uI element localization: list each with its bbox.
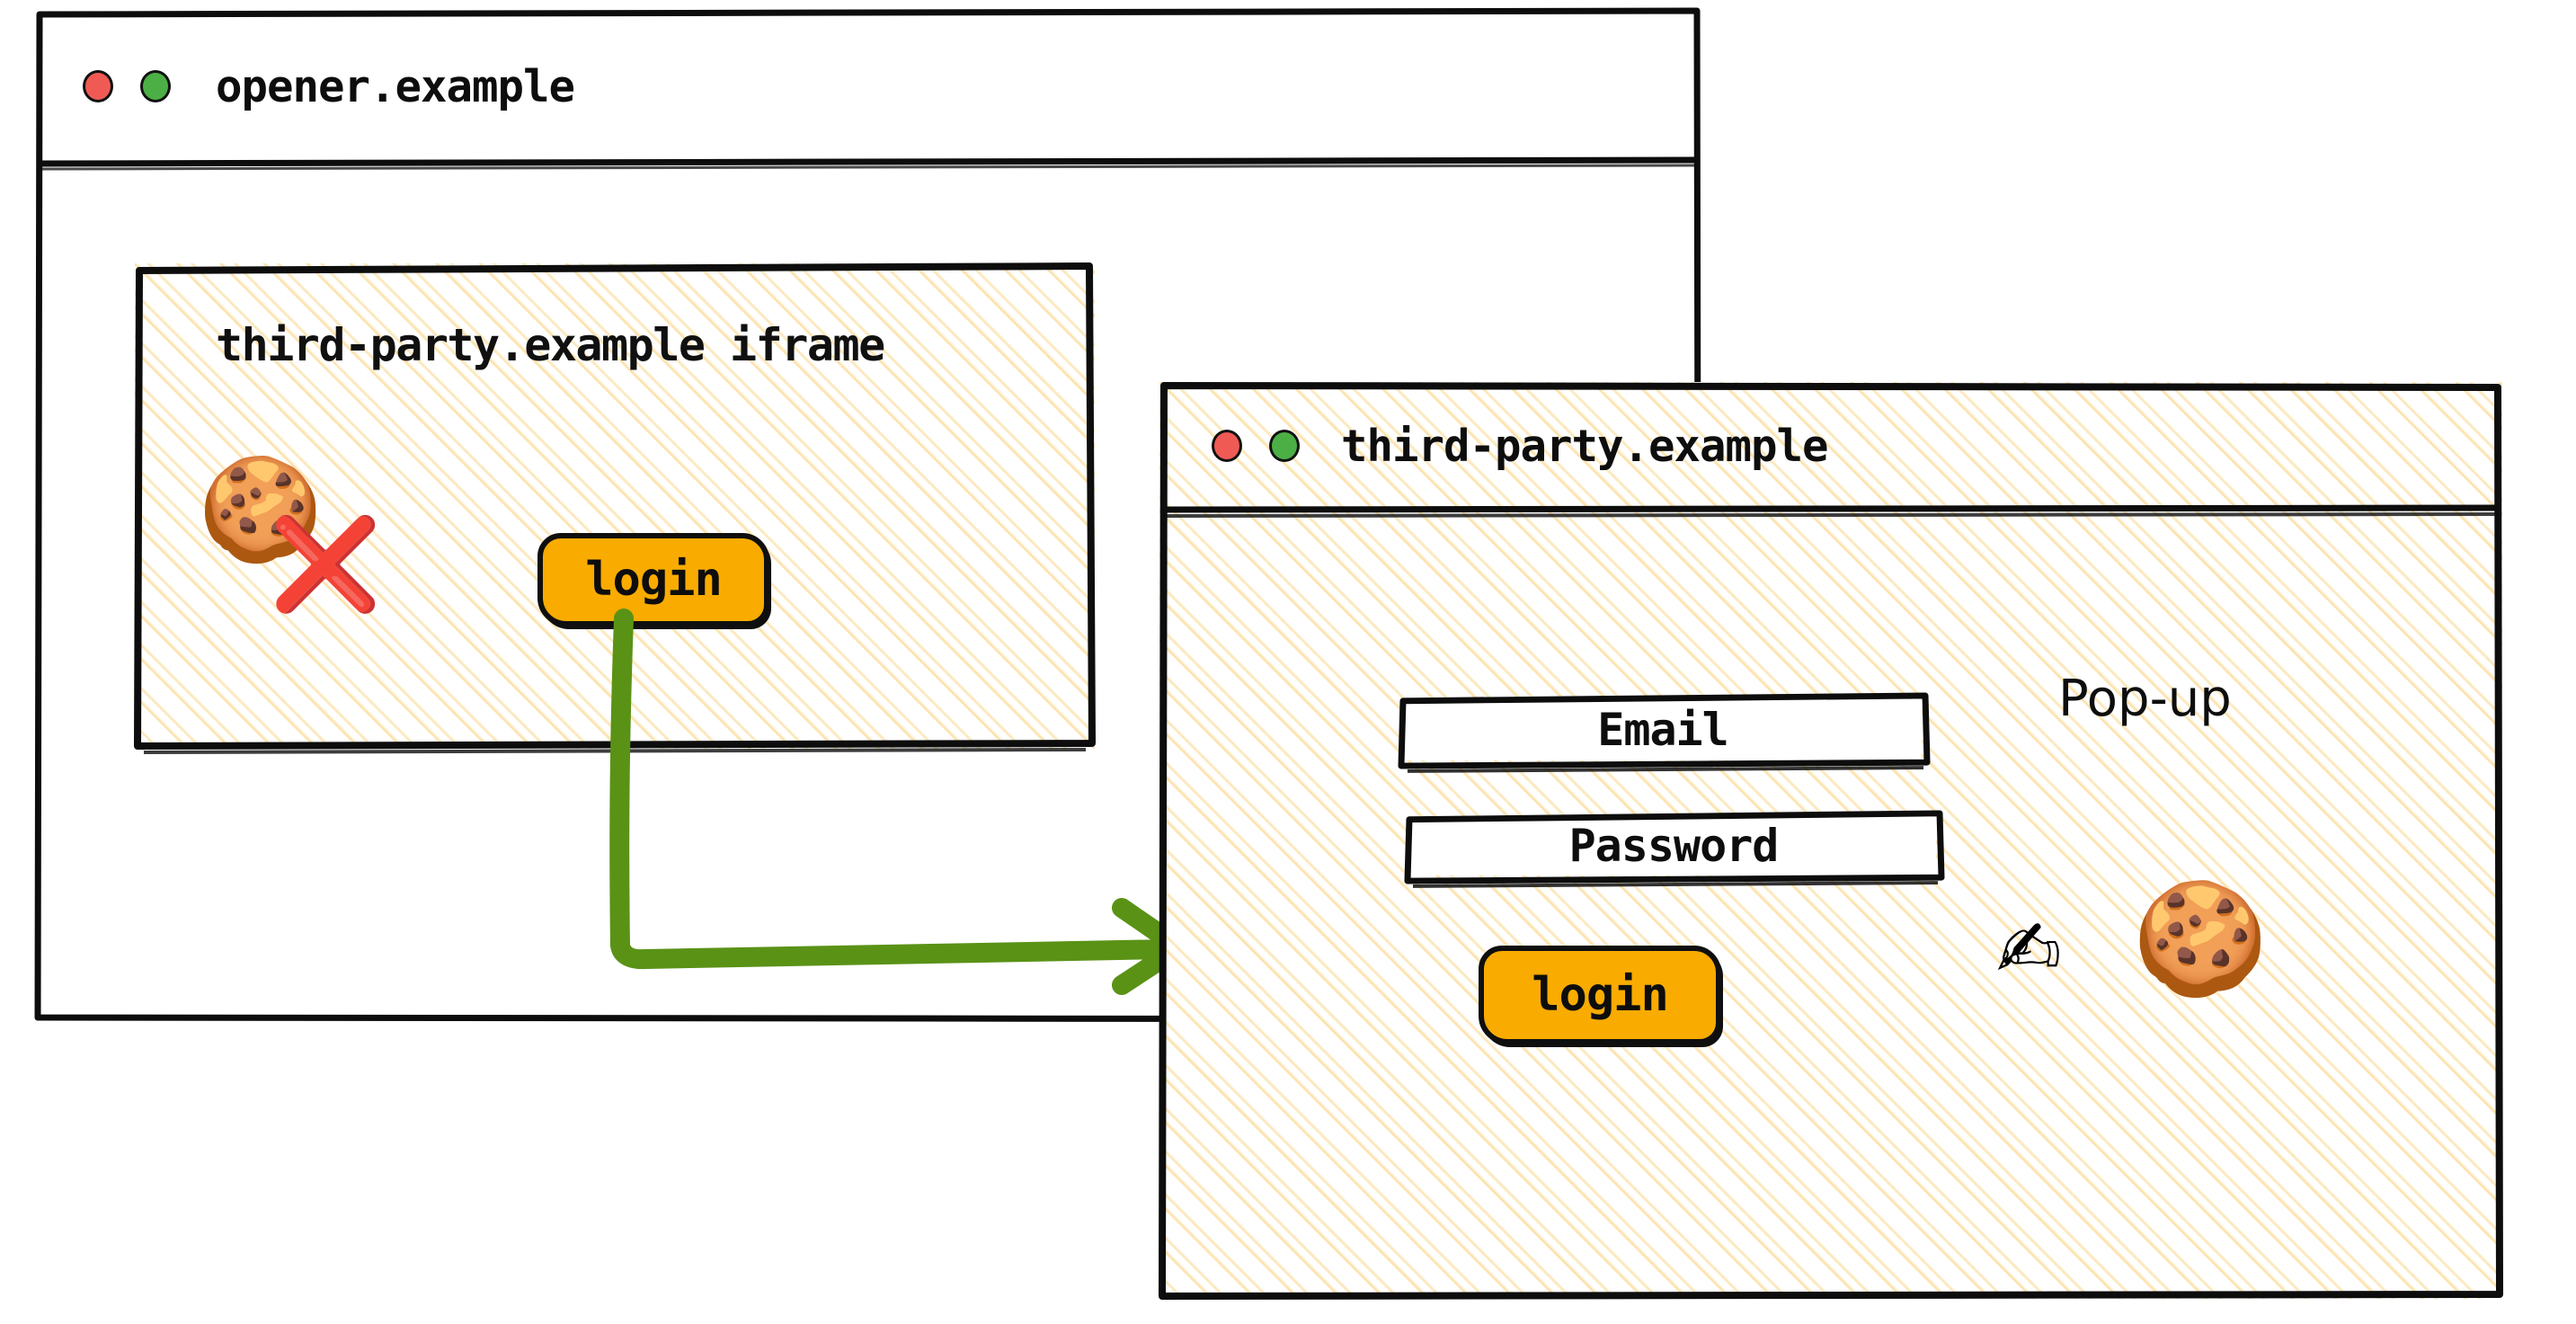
password-input-text: Password	[1568, 820, 1780, 872]
third-party-popup-window: third-party.example Email Password l	[1159, 382, 2503, 1300]
email-input-text: Email	[1597, 704, 1729, 756]
password-input[interactable]: Password	[1404, 810, 1945, 888]
third-party-iframe: third-party.example iframe 🍪 ❌ login	[134, 262, 1096, 754]
cookie-icon: 🍪	[2132, 875, 2269, 1002]
opener-title-bar: opener.example	[36, 9, 1701, 164]
iframe-login-button[interactable]: login	[537, 533, 769, 626]
maximize-dot-icon[interactable]	[140, 70, 171, 102]
popup-annotation-label: Pop-up	[2058, 670, 2232, 728]
cross-mark-icon: ❌	[270, 511, 382, 617]
close-dot-icon[interactable]	[83, 70, 113, 102]
popup-login-button[interactable]: login	[1479, 946, 1721, 1044]
opener-window-title: opener.example	[216, 60, 575, 112]
popup-window-title: third-party.example	[1341, 420, 1829, 472]
popup-login-label: login	[1532, 968, 1669, 1022]
iframe-login-label: login	[585, 553, 723, 607]
popup-title-bar: third-party.example	[1159, 382, 2502, 510]
iframe-title-label: third-party.example iframe	[216, 319, 885, 371]
maximize-dot-icon[interactable]	[1269, 430, 1300, 462]
close-dot-icon[interactable]	[1212, 430, 1242, 462]
cookie-icon: 🍪	[198, 451, 324, 568]
writing-hand-icon: ✍	[1995, 876, 2062, 1004]
email-input[interactable]: Email	[1398, 692, 1931, 773]
